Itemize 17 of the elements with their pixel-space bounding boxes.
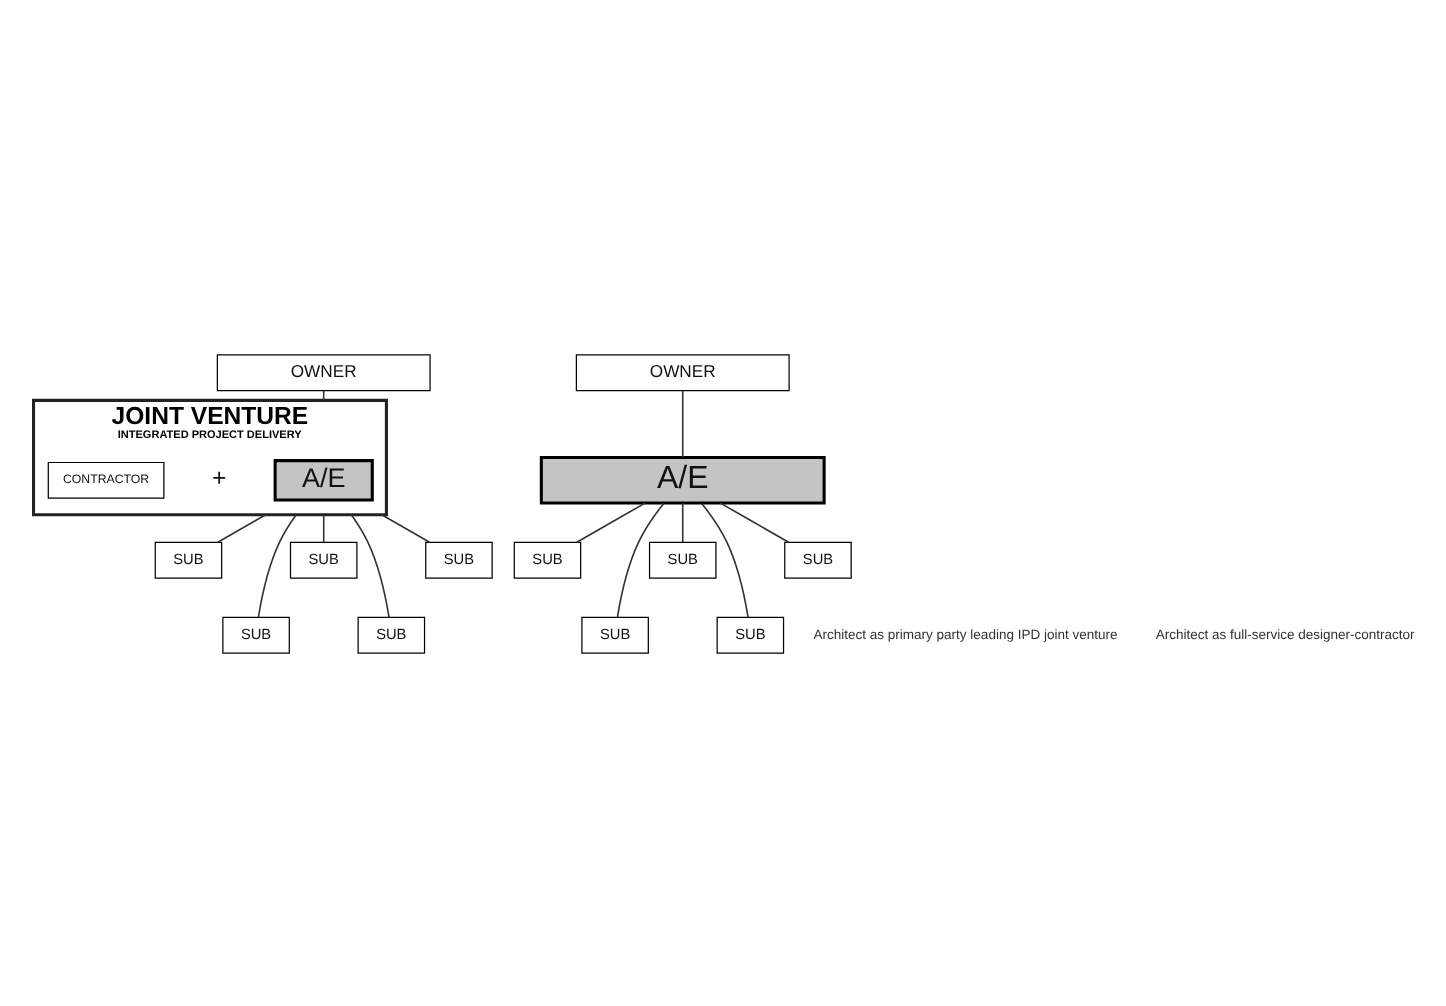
connector: [257, 512, 297, 617]
node-box: OWNER: [575, 353, 790, 391]
connector: [681, 501, 684, 543]
connector: [350, 512, 390, 617]
node-box: A/E: [273, 458, 374, 501]
connector: [380, 512, 431, 542]
connector: [719, 501, 790, 543]
label: +: [212, 463, 227, 492]
connector: [322, 389, 325, 401]
connector: [576, 501, 646, 543]
connector: [700, 501, 749, 617]
connector: [217, 512, 267, 542]
connector: [616, 501, 665, 617]
connector: [681, 389, 684, 458]
node-box: A/E: [539, 455, 826, 504]
node-box: OWNER: [216, 353, 431, 391]
connector: [322, 512, 325, 542]
